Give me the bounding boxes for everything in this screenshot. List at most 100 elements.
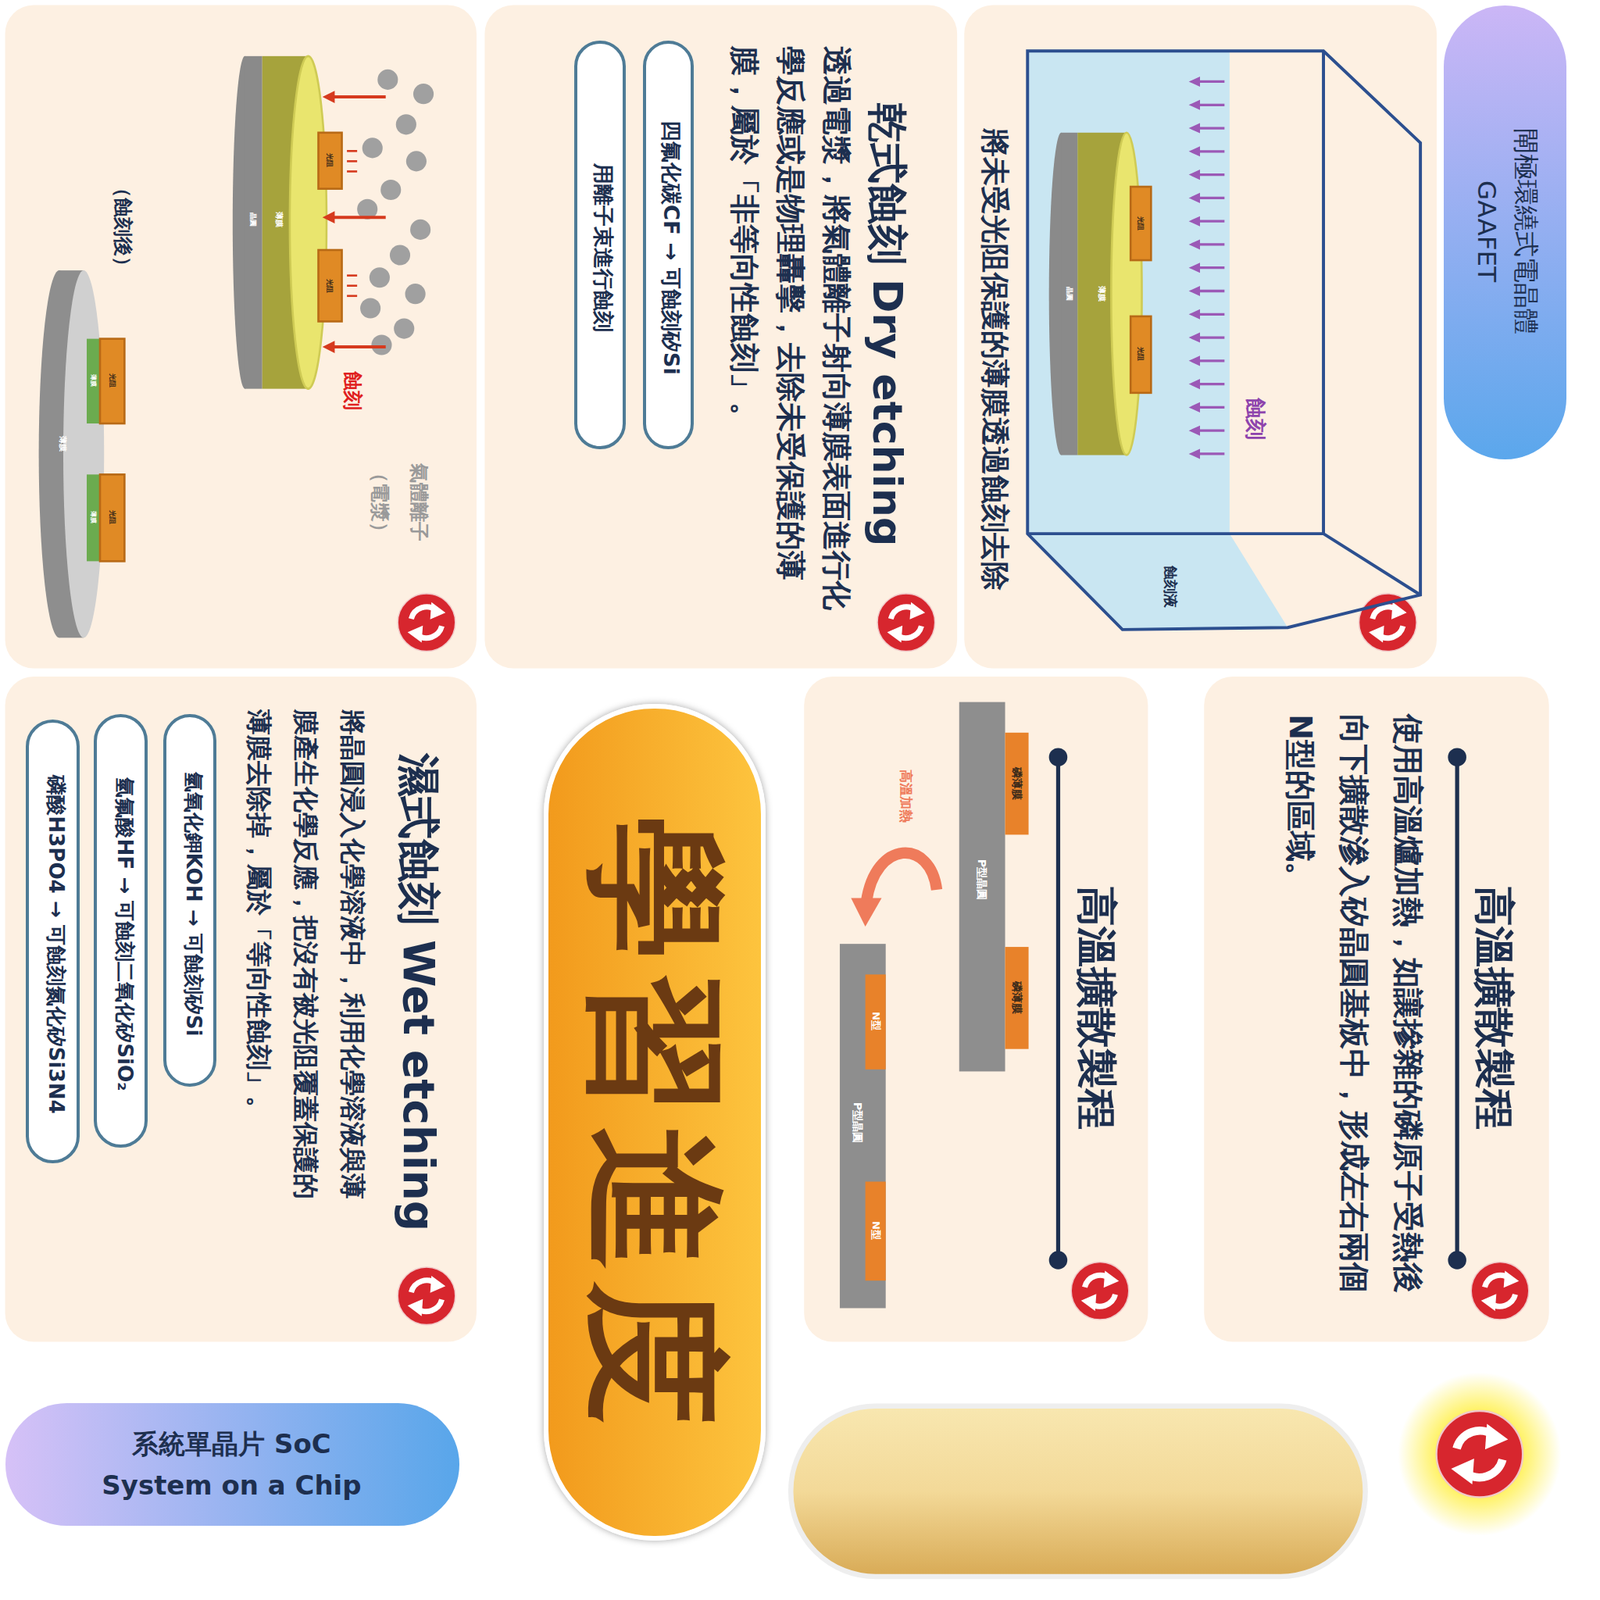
art-line	[346, 150, 358, 153]
art-path	[1027, 50, 1288, 630]
art-rect	[86, 339, 100, 424]
box-text: 四氟化碳CF → 可蝕刻矽Si	[658, 120, 685, 375]
refresh-icon	[397, 593, 456, 652]
art-circle	[360, 297, 381, 318]
etchant-box: 用離子束進行蝕刻	[574, 40, 625, 449]
art-circle	[380, 179, 401, 200]
art-rect	[100, 474, 125, 561]
art-line	[1197, 406, 1225, 409]
refresh-icon	[397, 1267, 456, 1325]
art-rect	[86, 474, 100, 561]
art-rect	[244, 56, 262, 390]
art-circle	[371, 334, 392, 355]
art-rect	[865, 974, 886, 1069]
art-rect	[1060, 132, 1078, 456]
part-label: 光阻	[1136, 346, 1146, 361]
part-label: 磷薄膜	[1009, 767, 1023, 800]
art-line	[1197, 313, 1225, 316]
card-title: 高溫擴散製程	[1072, 885, 1122, 1130]
card-body: 使用高溫爐加熱，如讓摻雜的磷原子受熱後向下擴散滲入矽晶圓基板中，形成左右兩個N型…	[1272, 714, 1436, 1307]
art-rect	[839, 943, 886, 1308]
pill-text: 閘極環繞式電晶體 GAAFET	[1466, 114, 1544, 349]
part-label: 磷薄膜	[1009, 981, 1023, 1015]
art-line	[1197, 335, 1225, 339]
etchant-box: 四氟化碳CF → 可蝕刻矽Si	[642, 40, 694, 449]
art-line	[1197, 242, 1225, 246]
progress-pill: 學習進度	[543, 703, 765, 1541]
etch-tank	[1027, 50, 1421, 630]
card-ground	[484, 5, 958, 669]
art-circle	[1049, 747, 1068, 767]
art-polygon	[1189, 378, 1200, 390]
card-ground	[5, 5, 477, 669]
dry-etching-card: 乾式蝕刻 Dry etching透過電漿，將氣體離子射向薄膜表面進行化學反應或是…	[484, 5, 958, 669]
art-circle	[389, 244, 411, 265]
art-polygon	[1189, 169, 1200, 180]
part-label: 光阻	[107, 373, 117, 388]
art-polygon	[1189, 146, 1200, 157]
art-polygon	[1189, 192, 1200, 204]
box-text: 磷酸H3PO4 → 可蝕刻氮化矽Si3N4	[43, 775, 68, 1115]
art-circle	[396, 114, 417, 135]
art-line	[1455, 757, 1460, 1261]
art-polygon	[1189, 332, 1200, 343]
art-line	[346, 170, 358, 173]
art-circle	[1447, 1250, 1467, 1270]
part-label: 薄膜	[89, 510, 97, 524]
etchant-box: 氫氧化鉀KOH → 可蝕刻矽Si	[163, 714, 217, 1087]
art-circle	[1049, 1250, 1068, 1270]
art-rect	[959, 702, 1006, 1072]
part-label: N型	[869, 1011, 883, 1031]
card-title: 濕式蝕刻 Wet etching	[392, 752, 445, 1231]
part-label: P型晶圓	[850, 1101, 865, 1143]
art-polygon	[1189, 285, 1200, 297]
card-body: 將晶圓浸入化學溶液中，利用化學溶液與薄膜產生化學反應，把沒有被光阻覆蓋保護的薄膜…	[234, 709, 375, 1210]
etchant-box: 氫氟酸HF → 可蝕刻二氧化矽SiO₂	[93, 714, 148, 1148]
card-ground	[1203, 676, 1549, 1343]
part-label: 晶圓	[248, 212, 258, 227]
art-circle	[413, 83, 434, 104]
art-line	[1197, 103, 1225, 107]
wafer-in-tank	[1049, 132, 1152, 456]
wet-etching-card: 濕式蝕刻 Wet etching 將晶圓浸入化學溶液中，利用化學溶液與薄膜產生化學…	[5, 676, 477, 1343]
card-title: 高溫擴散製程	[1470, 885, 1520, 1130]
art-rect	[1005, 732, 1029, 836]
art-line	[346, 160, 358, 163]
caption-label: 將未受光阻保護的薄膜透過蝕刻去除	[978, 128, 1013, 591]
art-circle	[1447, 747, 1467, 767]
art-polygon	[322, 210, 336, 224]
etch-label: 蝕刻	[340, 371, 365, 411]
art-line	[1197, 126, 1225, 129]
art-polygon	[850, 897, 882, 927]
art-circle	[369, 267, 390, 288]
art-line	[1056, 757, 1061, 1261]
soc-pill: 系統單晶片 SoC System on a Chip	[5, 1403, 460, 1526]
etch-arrows	[1189, 76, 1225, 460]
art-path	[1027, 50, 1421, 630]
art-rect	[1130, 316, 1151, 393]
part-label: 薄膜	[58, 435, 69, 452]
art-line	[1197, 429, 1225, 433]
art-line	[332, 215, 386, 219]
art-line	[1197, 452, 1225, 455]
art-rect	[318, 250, 343, 322]
art-line	[346, 294, 358, 297]
art-polygon	[1189, 76, 1200, 87]
art-line	[1197, 220, 1225, 223]
art-rect	[318, 132, 343, 190]
art-line	[1197, 289, 1225, 293]
diffusion-diagram-card: 高溫擴散製程	[803, 676, 1148, 1343]
card-ground	[5, 676, 477, 1343]
refresh-icon	[1471, 1261, 1529, 1320]
art-line	[1197, 80, 1225, 83]
caption-label: （蝕刻後）	[110, 177, 135, 275]
art-ellipse	[1110, 132, 1142, 456]
card-body: 透過電漿，將氣體離子射向薄膜表面進行化學反應或是物理轟擊，去除未受保護的薄膜，屬…	[721, 46, 860, 628]
pill-text: 系統單晶片 SoC System on a Chip	[99, 1423, 365, 1506]
art-ellipse	[289, 56, 327, 390]
glow	[1397, 1372, 1561, 1536]
art-circle	[393, 318, 415, 340]
art-polygon	[1189, 402, 1200, 413]
wafer-before	[232, 56, 343, 390]
